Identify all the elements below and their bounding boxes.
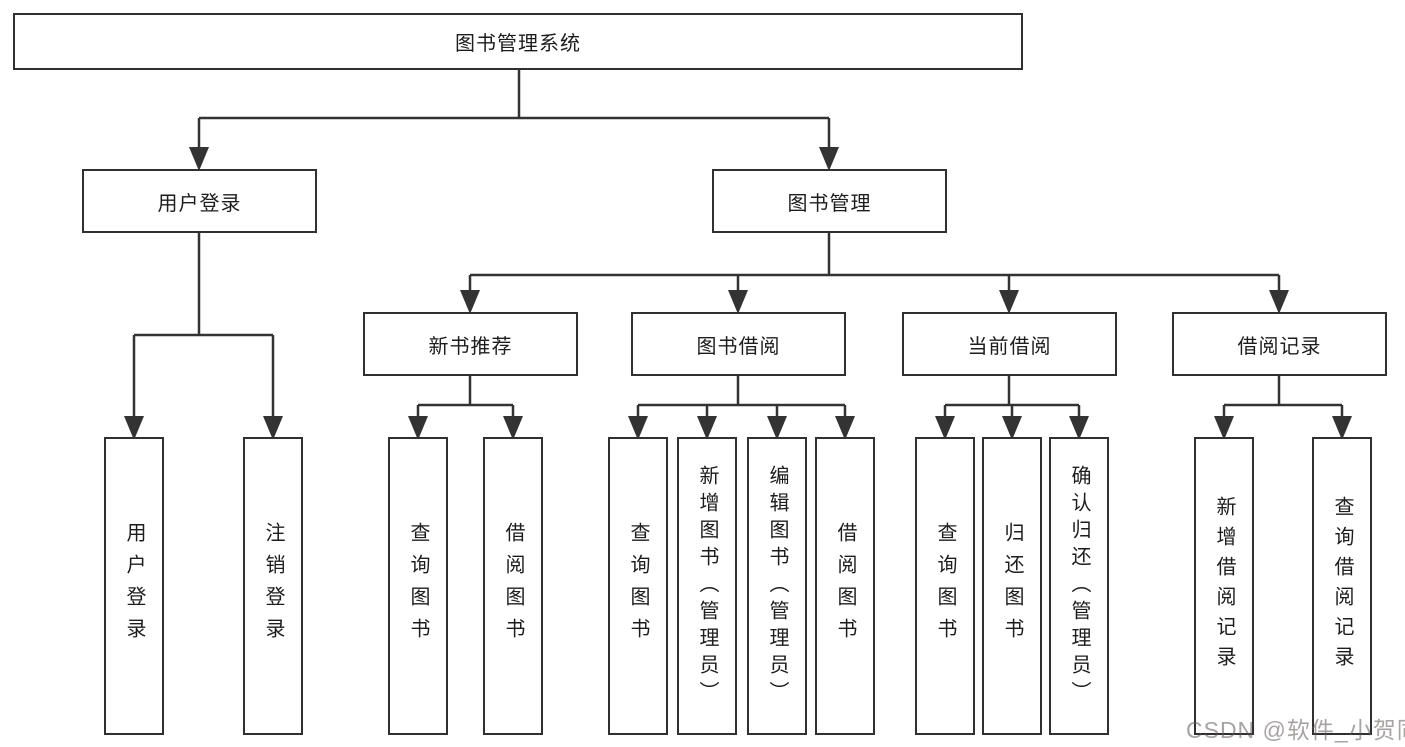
- leaf-query-books-recommend: 查询图书: [388, 437, 448, 735]
- node-label: 新书推荐: [428, 335, 513, 358]
- leaf-logout: 注销登录: [243, 437, 303, 735]
- leaf-borrow-books-recommend: 借阅图书: [483, 437, 543, 735]
- leaf-label: 查询借阅记录: [1331, 496, 1353, 676]
- node-label: 图书管理系统: [455, 33, 581, 55]
- leaf-query-borrow-record: 查询借阅记录: [1312, 437, 1372, 735]
- leaf-label: 用户登录: [123, 522, 145, 650]
- leaf-return-books: 归还图书: [982, 437, 1042, 735]
- leaf-label: 新增借阅记录: [1213, 496, 1235, 676]
- leaf-label: 新增图书（管理员）: [696, 464, 718, 708]
- node-current-borrow: 当前借阅: [902, 312, 1117, 376]
- leaf-label: 查询图书: [407, 522, 429, 650]
- leaf-user-login: 用户登录: [104, 437, 164, 735]
- connector-segments: [132, 68, 1344, 421]
- leaf-label: 借阅图书: [834, 522, 856, 650]
- leaf-confirm-return-admin: 确认归还（管理员）: [1049, 437, 1109, 735]
- leaf-label: 注销登录: [262, 522, 284, 650]
- node-user-login: 用户登录: [82, 169, 317, 233]
- leaf-edit-book-admin: 编辑图书（管理员）: [747, 437, 807, 735]
- node-book-borrow: 图书借阅: [631, 312, 846, 376]
- node-label: 图书管理: [787, 192, 872, 215]
- leaf-label: 编辑图书（管理员）: [766, 464, 788, 708]
- leaf-label: 查询图书: [627, 522, 649, 650]
- node-label: 图书借阅: [696, 335, 781, 358]
- node-new-book-recommend: 新书推荐: [363, 312, 578, 376]
- leaf-label: 查询图书: [934, 522, 956, 650]
- node-book-management: 图书管理: [712, 169, 947, 233]
- leaf-add-borrow-record: 新增借阅记录: [1194, 437, 1254, 735]
- leaf-query-books-borrow: 查询图书: [608, 437, 668, 735]
- node-library-management-system: 图书管理系统: [13, 13, 1023, 70]
- leaf-label: 归还图书: [1001, 522, 1023, 650]
- leaf-label: 借阅图书: [502, 522, 524, 650]
- leaf-label: 确认归还（管理员）: [1068, 464, 1090, 708]
- arrow-down-icons: [124, 147, 1352, 440]
- leaf-query-books-current: 查询图书: [915, 437, 975, 735]
- leaf-borrow-books-borrow: 借阅图书: [815, 437, 875, 735]
- leaf-add-book-admin: 新增图书（管理员）: [677, 437, 737, 735]
- csdn-watermark: CSDN @软件_小贺同学: [1186, 717, 1405, 743]
- node-borrow-records: 借阅记录: [1172, 312, 1387, 376]
- node-label: 当前借阅: [967, 335, 1052, 358]
- node-label: 用户登录: [157, 192, 242, 215]
- node-label: 借阅记录: [1237, 335, 1322, 358]
